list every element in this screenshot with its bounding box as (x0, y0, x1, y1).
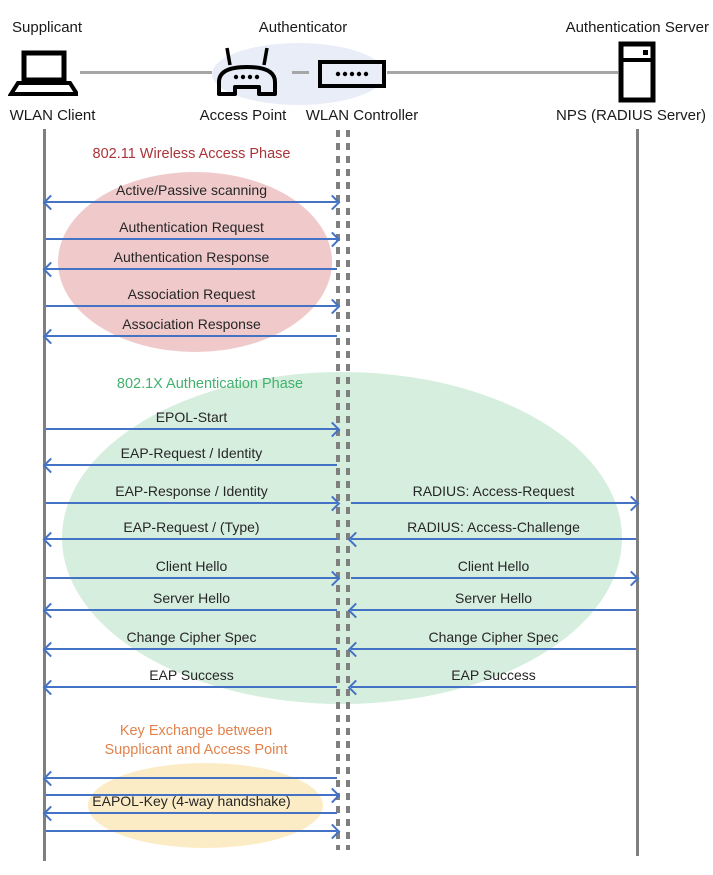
wlan-controller-icon (318, 60, 386, 88)
message-label: EPOL-Start (155, 409, 228, 425)
arrow-left-icon (46, 648, 337, 650)
message-label: Authentication Request (119, 219, 264, 235)
node-label-wlan-controller: WLAN Controller (305, 107, 419, 124)
arrow-right-icon (46, 830, 337, 832)
message-label: RADIUS: Access-Request (412, 483, 575, 499)
message-label: EAP Success (149, 667, 234, 683)
message-label: Association Response (122, 316, 261, 332)
connector-ap-controller (292, 71, 309, 74)
phase-title-wireless-access: 802.11 Wireless Access Phase (92, 146, 291, 162)
arrow-right-icon (46, 305, 337, 307)
message-label: Association Request (127, 286, 256, 302)
arrow-left-icon (46, 335, 337, 337)
message-label: Server Hello (152, 590, 231, 606)
arrow-left-icon (46, 777, 337, 779)
phase-title-dot1x-authentication: 802.1X Authentication Phase (116, 376, 304, 392)
arrow-right-icon (46, 238, 337, 240)
role-label-supplicant: Supplicant (12, 19, 83, 36)
arrow-left-icon (46, 812, 337, 814)
authenticator-group-ellipse (212, 43, 385, 105)
arrow-left-icon (351, 609, 636, 611)
message-label: Client Hello (155, 558, 228, 574)
arrow-both-icon (46, 201, 337, 203)
lifeline-wlan-client (43, 129, 46, 861)
arrow-left-icon (46, 538, 337, 540)
arrow-right-icon (351, 502, 636, 504)
arrow-left-icon (46, 464, 337, 466)
arrow-left-icon (351, 538, 636, 540)
arrow-right-icon (46, 502, 337, 504)
role-label-authenticator: Authenticator (258, 19, 348, 36)
connector-client-ap (80, 71, 212, 74)
node-label-access-point: Access Point (199, 107, 287, 124)
arrow-left-icon (46, 686, 337, 688)
arrow-left-icon (351, 686, 636, 688)
arrow-right-icon (351, 577, 636, 579)
message-label: EAP-Response / Identity (115, 483, 268, 499)
message-label: EAPOL-Key (4-way handshake) (92, 793, 291, 809)
lifeline-wlan-controller-right (346, 130, 350, 850)
phase-title-key-exchange: Key Exchange between Supplicant and Acce… (46, 722, 346, 760)
node-label-nps-radius-server: NPS (RADIUS Server) (555, 107, 707, 124)
phase-title-key-exchange-line2: Supplicant and Access Point (104, 742, 288, 758)
server-icon (618, 41, 656, 103)
laptop-icon (8, 50, 78, 96)
message-label: Authentication Response (113, 249, 270, 265)
message-label: RADIUS: Access-Challenge (407, 519, 580, 535)
arrow-right-icon (46, 428, 337, 430)
lifeline-nps-server (636, 129, 639, 856)
role-label-authentication-server: Authentication Server (565, 19, 709, 36)
message-label: EAP-Request / (Type) (123, 519, 260, 535)
node-label-wlan-client: WLAN Client (9, 107, 96, 124)
message-label: EAP Success (451, 667, 536, 683)
message-label: Change Cipher Spec (428, 629, 559, 645)
arrow-left-icon (46, 268, 337, 270)
lifeline-wlan-controller-left (336, 130, 340, 850)
arrow-left-icon (46, 609, 337, 611)
message-label: Change Cipher Spec (126, 629, 257, 645)
connector-controller-server (387, 71, 618, 74)
message-label: Client Hello (457, 558, 530, 574)
access-point-icon (217, 47, 277, 96)
arrow-left-icon (351, 648, 636, 650)
arrow-right-icon (46, 794, 337, 796)
phase-title-key-exchange-line1: Key Exchange between (119, 723, 273, 739)
message-label: Server Hello (454, 590, 533, 606)
message-label: Active/Passive scanning (116, 182, 267, 198)
message-label: EAP-Request / Identity (120, 445, 263, 461)
arrow-right-icon (46, 577, 337, 579)
